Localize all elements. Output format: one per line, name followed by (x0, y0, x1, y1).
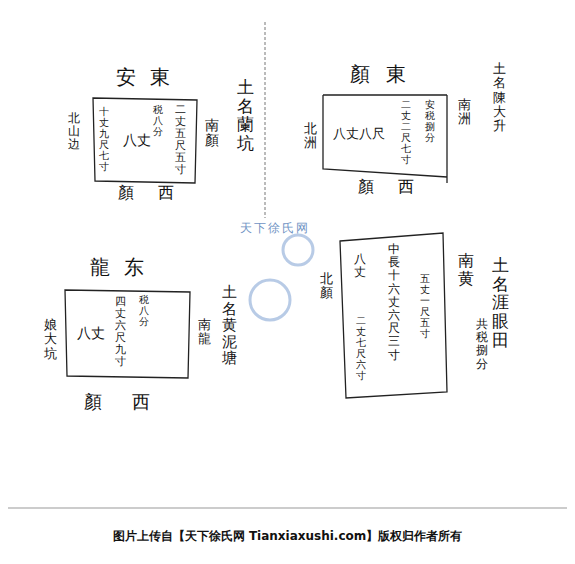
place-name: 南黄 (458, 252, 474, 287)
place-name: 土名黄泥塘 (222, 284, 237, 367)
boundary-label: 顏東 (350, 63, 422, 85)
place-name: 北顏 (320, 272, 333, 301)
place-name: 娘大坑 (44, 318, 57, 361)
plot-measure: 二丈五尺五寸 (175, 104, 186, 177)
land-plot: 中長十六丈六尺三寸 五丈一尺五寸 八丈二丈七尺六寸 (340, 233, 447, 398)
plot-measure: 八丈 (123, 133, 151, 148)
plot-measure: 安税捌分 (425, 99, 435, 143)
boundary-label: 顏西 (358, 178, 438, 196)
plot-outline (93, 98, 197, 183)
place-name: 南顏 (205, 118, 219, 149)
place-name: 南洲 (458, 98, 471, 127)
boundary-label: 安東 (116, 66, 184, 88)
place-name: 共税捌分 (476, 318, 488, 371)
place-name: 土名陳大升 (493, 62, 506, 133)
watermark-ring (250, 280, 290, 320)
land-plot: 税八分 四丈六尺九寸八丈 (65, 290, 190, 378)
plot-outline (65, 290, 190, 378)
place-name: 南龍 (198, 318, 211, 347)
plot-outline (340, 233, 447, 398)
plot-measure: 税八分 (139, 294, 149, 327)
place-name: 土名蘭坑 (237, 78, 254, 153)
plot-measure: 二丈七尺六寸 (356, 315, 366, 381)
plot-measure: 十丈九尺七寸 (99, 106, 109, 172)
land-plot: 安税捌分 二丈二尺七寸 八丈八尺 (323, 95, 447, 177)
place-name: 土名涯眼田 (492, 256, 509, 349)
watermark-ring (283, 235, 313, 265)
plot-measure: 税八分 (153, 104, 163, 137)
plot-measure: 五丈一尺五寸 (420, 273, 430, 339)
plot-measure: 八丈八尺 (333, 127, 385, 141)
watermark: 天下徐氏网 (240, 222, 310, 235)
land-plot: 税八分 二丈五尺五寸 八丈 十丈九尺七寸 (93, 98, 197, 183)
plot-measure: 二丈二尺七寸 (401, 99, 411, 165)
boundary-label: 顏西 (118, 184, 198, 202)
place-name: 北洲 (304, 122, 317, 151)
bottom-rule (8, 508, 567, 509)
plot-measure: 中長十六丈六尺三寸 (388, 243, 400, 362)
plot-measure: 四丈六尺九寸 (115, 296, 126, 369)
caption: 图片上传自【天下徐氏网 Tianxiaxushi.com】版权归作者所有 (0, 528, 575, 545)
separator-line (265, 22, 266, 218)
boundary-label: 顏西 (84, 392, 180, 412)
plot-measure: 八丈 (354, 253, 366, 279)
plot-measure: 八丈 (77, 326, 105, 341)
place-name: 北山边 (68, 112, 80, 152)
boundary-label: 龍东 (90, 256, 158, 278)
plot-outline (323, 95, 447, 183)
